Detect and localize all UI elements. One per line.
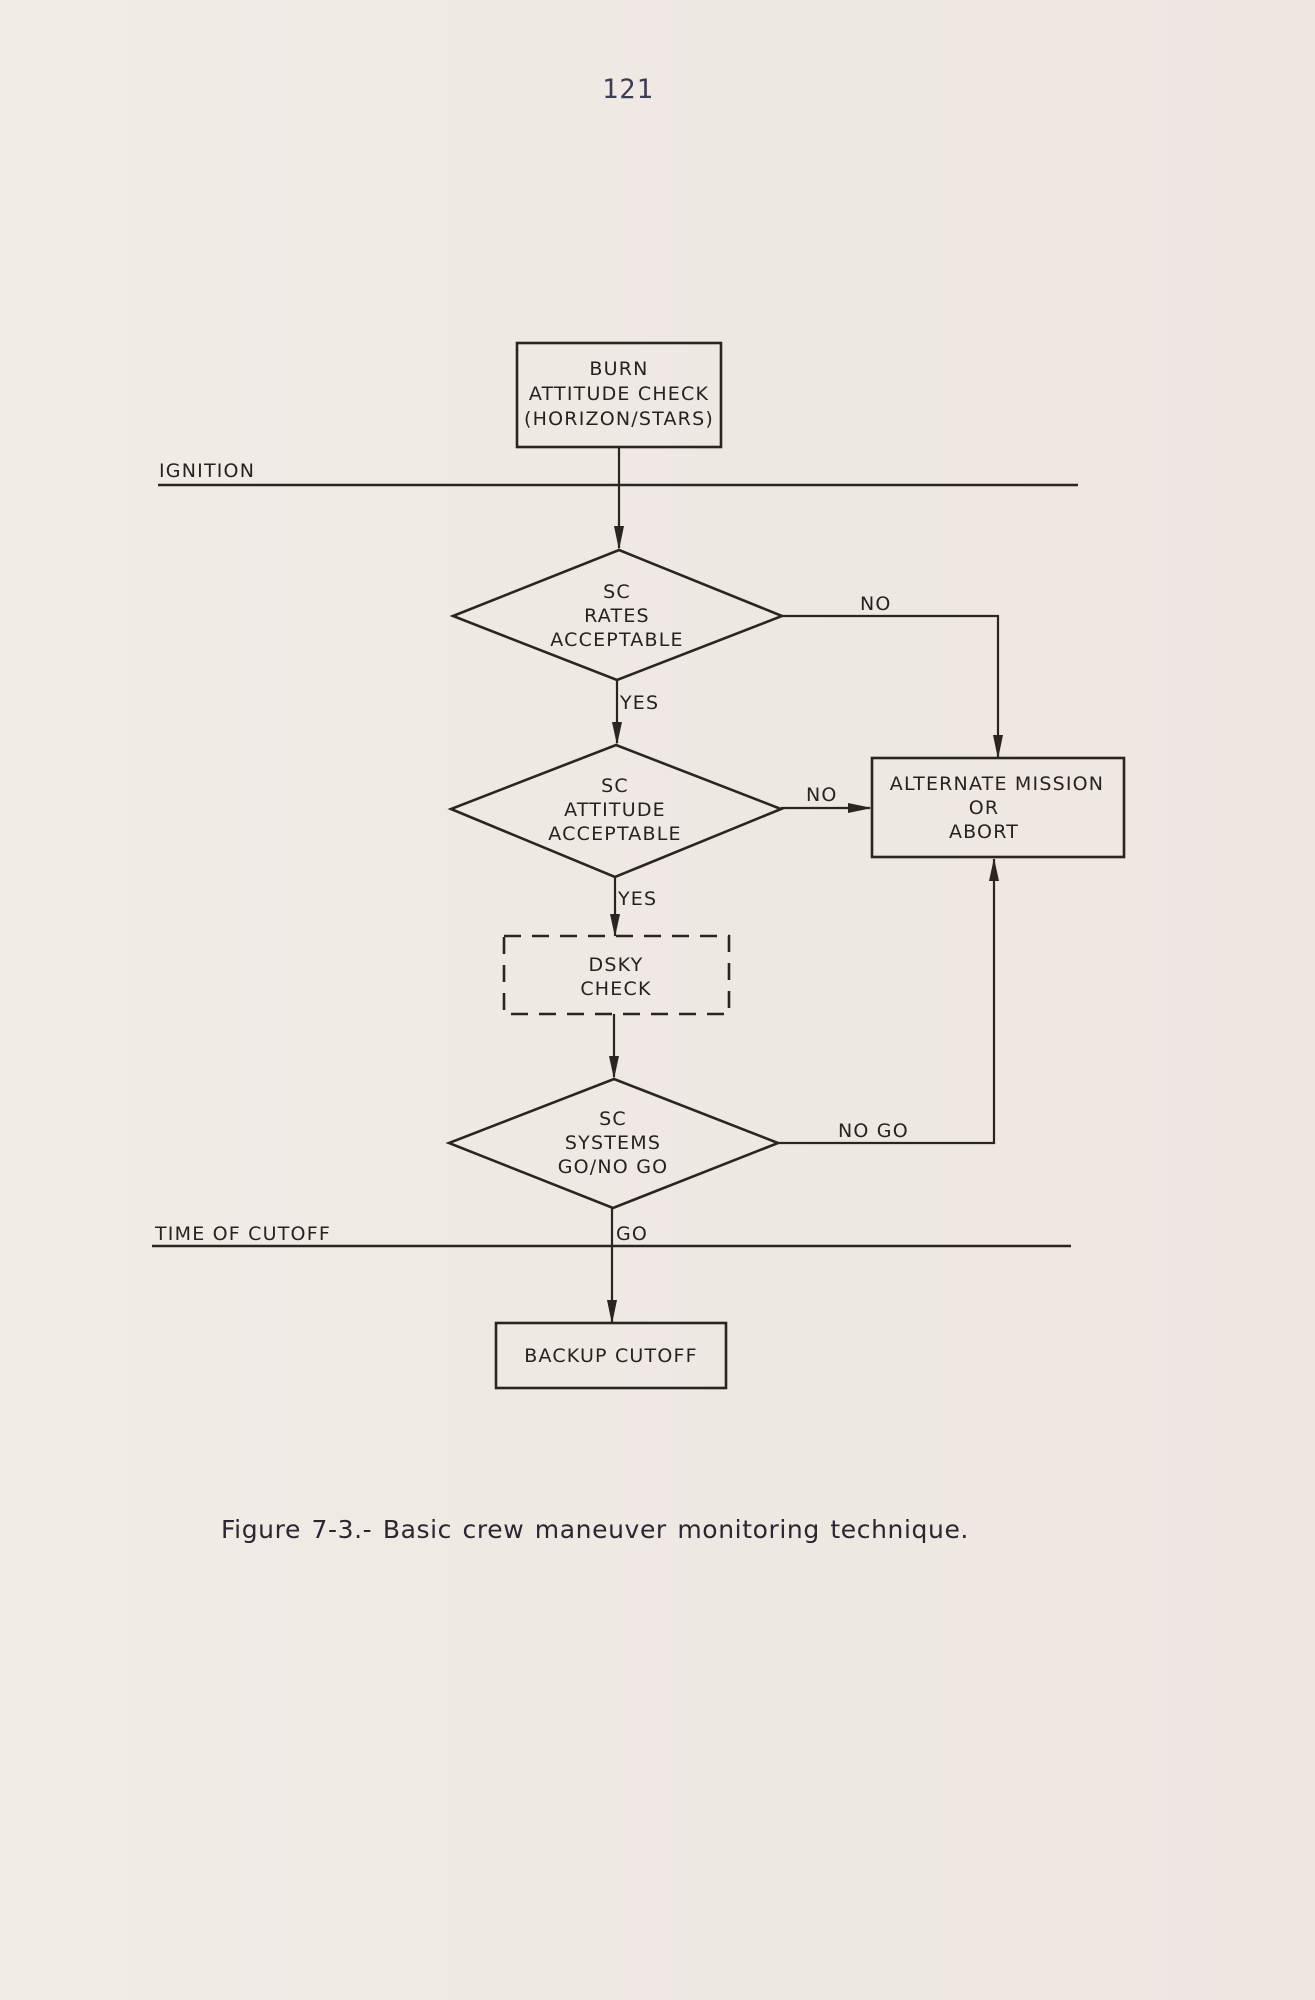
ignition-label: IGNITION [159, 460, 255, 482]
edge-label-systems-no-go: NO GO [838, 1120, 909, 1142]
connector-rates-no [782, 614, 1000, 757]
burn-attitude-check-line-2: ATTITUDE CHECK [529, 383, 709, 405]
arrowhead-icon [989, 858, 999, 881]
sc-rates-line-1: SC [603, 581, 631, 603]
edge-label-attitude-yes: YES [617, 888, 657, 910]
node-dsky-check: DSKY CHECK [502, 934, 731, 1016]
backup-cutoff-line-1: BACKUP CUTOFF [524, 1345, 698, 1367]
arrowhead-icon [848, 803, 872, 813]
edge-label-systems-go: GO [616, 1223, 648, 1245]
burn-attitude-check-line-1: BURN [589, 358, 648, 380]
dsky-check-line-1: DSKY [589, 954, 644, 976]
node-sc-rates-acceptable: SC RATES ACCEPTABLE [449, 548, 786, 682]
arrowhead-icon [609, 1056, 619, 1079]
arrowhead-icon [993, 735, 1003, 759]
connector-systems-no-go [778, 859, 996, 1145]
alternate-mission-box [870, 756, 1126, 859]
time-of-cutoff-label: TIME OF CUTOFF [154, 1223, 331, 1245]
sc-systems-line-1: SC [599, 1108, 627, 1130]
sc-systems-line-2: SYSTEMS [565, 1132, 661, 1154]
edge-label-attitude-no: NO [806, 784, 838, 806]
page-number: 121 [602, 74, 654, 105]
sc-attitude-line-1: SC [601, 775, 629, 797]
alternate-mission-line-3: ABORT [949, 821, 1019, 843]
alternate-mission-line-2: OR [969, 797, 1000, 819]
alternate-mission-line-1: ALTERNATE MISSION [890, 773, 1104, 795]
arrowhead-icon [614, 526, 624, 550]
burn-attitude-check-line-3: (HORIZON/STARS) [524, 408, 714, 430]
backup-cutoff-box [494, 1321, 728, 1390]
sc-rates-line-3: ACCEPTABLE [550, 629, 683, 651]
node-sc-systems-go-no-go: SC SYSTEMS GO/NO GO [445, 1077, 782, 1210]
node-alternate-mission-or-abort: ALTERNATE MISSION OR ABORT [870, 756, 1126, 859]
edge-label-rates-no: NO [860, 593, 892, 615]
dsky-check-dashed-box [502, 934, 731, 1016]
sc-attitude-line-3: ACCEPTABLE [548, 823, 681, 845]
node-sc-attitude-acceptable: SC ATTITUDE ACCEPTABLE [447, 743, 785, 879]
arrowhead-icon [610, 914, 620, 937]
edge-label-rates-yes: YES [619, 692, 659, 714]
arrowhead-icon [607, 1300, 617, 1324]
sc-rates-line-2: RATES [584, 605, 650, 627]
dsky-check-line-2: CHECK [580, 978, 651, 1000]
sc-attitude-line-2: ATTITUDE [564, 799, 666, 821]
figure-caption: Figure 7-3.- Basic crew maneuver monitor… [221, 1515, 969, 1544]
sc-systems-line-3: GO/NO GO [558, 1156, 669, 1178]
timeline-ignition: IGNITION [158, 460, 1078, 487]
node-burn-attitude-check: BURN ATTITUDE CHECK (HORIZON/STARS) [515, 341, 723, 449]
node-backup-cutoff: BACKUP CUTOFF [494, 1321, 728, 1390]
arrowhead-icon [612, 722, 622, 745]
flowchart: BURN ATTITUDE CHECK (HORIZON/STARS) IGNI… [152, 341, 1126, 1390]
